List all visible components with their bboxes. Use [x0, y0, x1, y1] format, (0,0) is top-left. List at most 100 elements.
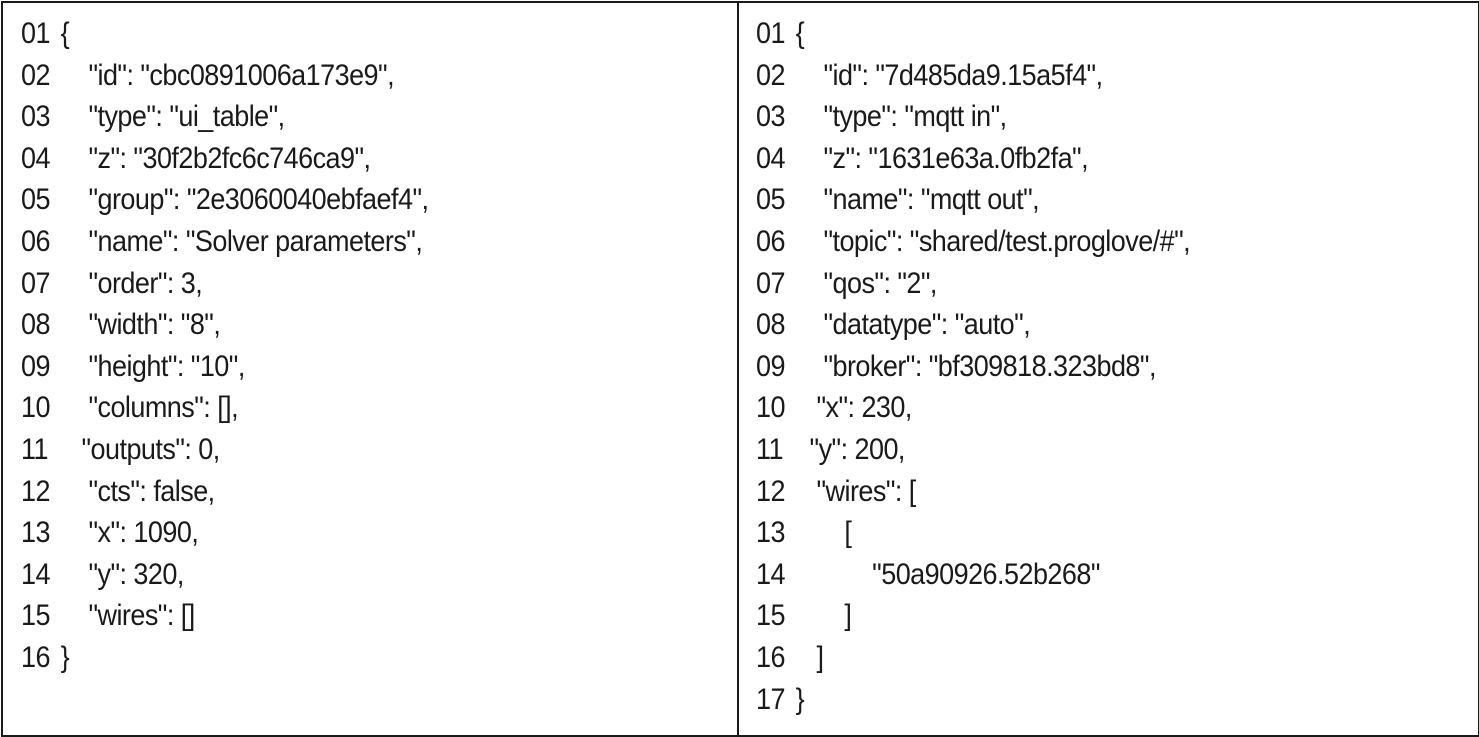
- code-text: "50a90926.52b268": [795, 557, 1100, 591]
- line-number: 01: [756, 17, 785, 50]
- code-text: "y": 320,: [60, 557, 184, 591]
- code-line: 06 "name": "Solver parameters",: [21, 221, 428, 263]
- code-text: "qos": "2",: [795, 266, 937, 300]
- code-text: "y": 200,: [795, 432, 906, 466]
- line-number: 13: [21, 516, 50, 550]
- line-number: 07: [21, 266, 50, 300]
- line-number: 10: [756, 391, 785, 425]
- code-line: 07 "order": 3,: [21, 263, 428, 305]
- line-number: 02: [21, 58, 50, 92]
- code-text: "broker": "bf309818.323bd8",: [795, 349, 1156, 383]
- code-line: 11 "y": 200,: [756, 429, 1190, 471]
- line-number: 16: [756, 640, 785, 674]
- code-text: "id": "cbc0891006a173e9",: [60, 58, 395, 92]
- code-text: }: [795, 682, 805, 716]
- code-text: "x": 230,: [795, 391, 912, 425]
- line-number: 13: [756, 516, 785, 550]
- code-text: {: [795, 17, 805, 50]
- line-number: 03: [756, 100, 785, 134]
- line-number: 16: [21, 640, 50, 674]
- left-code-listing: 01 { 02 "id": "cbc0891006a173e9", 03 "typ…: [21, 13, 474, 679]
- code-text: "height": "10",: [60, 349, 245, 383]
- line-number: 04: [756, 141, 785, 175]
- code-text: "outputs": 0,: [60, 432, 220, 466]
- code-line: 10 "columns": [],: [21, 387, 428, 429]
- right-code-listing: 01 { 02 "id": "7d485da9.15a5f4", 03 "type…: [756, 13, 1238, 720]
- code-text: "topic": "shared/test.proglove/#",: [795, 224, 1191, 258]
- line-number: 15: [756, 599, 785, 633]
- line-number: 15: [21, 599, 50, 633]
- line-number: 08: [21, 308, 50, 342]
- code-text: "type": "ui_table",: [60, 100, 285, 134]
- code-text: "columns": [],: [60, 391, 239, 425]
- code-line: 06 "topic": "shared/test.proglove/#",: [756, 221, 1191, 263]
- code-line: 04 "z": "1631e63a.0fb2fa",: [756, 138, 1190, 180]
- code-text: {: [60, 17, 70, 50]
- left-code-panel: 01 { 02 "id": "cbc0891006a173e9", 03 "typ…: [3, 3, 739, 735]
- line-number: 08: [756, 308, 785, 342]
- code-line: 11 "outputs": 0,: [21, 429, 428, 471]
- code-line: 09 "height": "10",: [21, 346, 428, 388]
- line-number: 01: [21, 17, 50, 50]
- code-line: 01 {: [756, 13, 1190, 55]
- code-line: 10 "x": 230,: [756, 387, 1190, 429]
- code-line: 03 "type": "mqtt in",: [756, 96, 1190, 138]
- code-line: 02 "id": "cbc0891006a173e9",: [21, 55, 428, 97]
- line-number: 14: [21, 557, 50, 591]
- line-number: 07: [756, 266, 785, 300]
- code-line: 09 "broker": "bf309818.323bd8",: [756, 346, 1190, 388]
- code-text: "group": "2e3060040ebfaef4",: [60, 183, 429, 217]
- code-line: 12 "wires": [: [756, 471, 1190, 513]
- code-line: 05 "name": "mqtt out",: [756, 179, 1190, 221]
- code-line: 05 "group": "2e3060040ebfaef4",: [21, 179, 429, 221]
- code-text: "z": "1631e63a.0fb2fa",: [795, 141, 1089, 175]
- code-line: 02 "id": "7d485da9.15a5f4",: [756, 55, 1190, 97]
- code-text: "order": 3,: [60, 266, 203, 300]
- code-line: 08 "datatype": "auto",: [756, 304, 1190, 346]
- code-text: "x": 1090,: [60, 516, 199, 550]
- code-line: 17}: [756, 679, 1190, 721]
- code-line: 03 "type": "ui_table",: [21, 96, 428, 138]
- right-code-panel: 01 { 02 "id": "7d485da9.15a5f4", 03 "type…: [739, 3, 1478, 735]
- code-line: 16}: [21, 637, 428, 679]
- line-number: 05: [21, 183, 50, 217]
- code-text: "name": "Solver parameters",: [60, 224, 423, 258]
- code-text: ]: [795, 640, 824, 674]
- line-number: 12: [756, 474, 785, 508]
- line-number: 12: [21, 474, 50, 508]
- code-line: 07 "qos": "2",: [756, 263, 1190, 305]
- code-text: "width": "8",: [60, 308, 221, 342]
- code-text: "datatype": "auto",: [795, 308, 1031, 342]
- code-line: 13 [: [756, 512, 1190, 554]
- code-line: 15 "wires": []: [21, 595, 428, 637]
- code-text: "z": "30f2b2fc6c746ca9",: [60, 141, 371, 175]
- line-number: 09: [21, 349, 50, 383]
- line-number: 10: [21, 391, 50, 425]
- code-line: 13 "x": 1090,: [21, 512, 428, 554]
- code-text: [: [795, 516, 852, 550]
- code-line: 14 "50a90926.52b268": [756, 554, 1190, 596]
- code-text: "type": "mqtt in",: [795, 100, 1007, 134]
- code-text: }: [60, 640, 70, 674]
- code-text: "wires": [: [795, 474, 916, 508]
- code-line: 12 "cts": false,: [21, 471, 428, 513]
- code-line: 15 ]: [756, 595, 1190, 637]
- code-text: "name": "mqtt out",: [795, 183, 1040, 217]
- line-number: 03: [21, 100, 50, 134]
- code-line: 04 "z": "30f2b2fc6c746ca9",: [21, 138, 428, 180]
- line-number: 02: [756, 58, 785, 92]
- code-text: "cts": false,: [60, 474, 215, 508]
- line-number: 17: [756, 682, 785, 716]
- code-text: "wires": []: [60, 599, 195, 633]
- code-line: 08 "width": "8",: [21, 304, 428, 346]
- line-number: 11: [21, 432, 48, 466]
- line-number: 11: [756, 432, 783, 466]
- line-number: 04: [21, 141, 50, 175]
- code-text: ]: [795, 599, 852, 633]
- code-line: 01 {: [21, 13, 428, 55]
- line-number: 06: [21, 224, 50, 258]
- line-number: 14: [756, 557, 785, 591]
- line-number: 05: [756, 183, 785, 217]
- code-text: "id": "7d485da9.15a5f4",: [795, 58, 1103, 92]
